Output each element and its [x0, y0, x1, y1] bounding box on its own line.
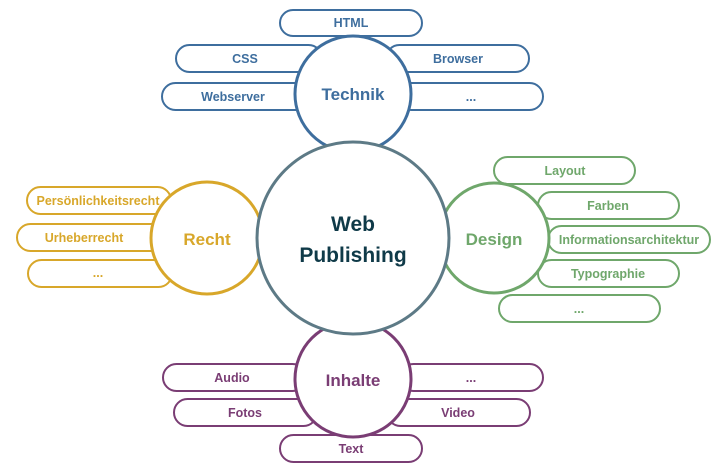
inhalte-group: Audio ... Fotos Video Text Inhalte: [162, 319, 544, 463]
design-item-typographie: Typographie: [537, 259, 680, 288]
design-hub: Design: [437, 181, 551, 295]
inhalte-item-audio-label: Audio: [214, 371, 250, 385]
design-item-informationsarchitektur: Informationsarchitektur: [547, 225, 711, 254]
design-item-layout-label: Layout: [545, 164, 587, 178]
design-item-layout: Layout: [493, 156, 636, 185]
technik-item-browser: Browser: [385, 44, 530, 73]
design-item-typographie-label: Typographie: [571, 267, 645, 281]
inhalte-item-fotos: Fotos: [173, 398, 318, 427]
technik-item-webserver: Webserver: [161, 82, 313, 111]
design-item-informationsarchitektur-label: Informationsarchitektur: [559, 233, 699, 247]
technik-group: HTML CSS Browser Webserver ... Technik: [161, 9, 544, 154]
center-label-line1: Web: [331, 213, 375, 236]
recht-hub-label: Recht: [183, 230, 231, 249]
recht-group: Persönlichkeitsrecht Urheberrecht ... Re…: [16, 180, 265, 296]
design-item-farben-label: Farben: [587, 199, 629, 213]
technik-item-html-label: HTML: [334, 16, 369, 30]
design-item-farben: Farben: [537, 191, 680, 220]
center-node: Web Publishing: [255, 140, 451, 336]
technik-item-css-label: CSS: [232, 52, 258, 66]
technik-item-html: HTML: [279, 9, 423, 37]
inhalte-item-video: Video: [386, 398, 531, 427]
recht-item-more-label: ...: [93, 266, 103, 280]
recht-item-more: ...: [27, 259, 173, 288]
design-group: Layout Farben Informationsarchitektur Ty…: [437, 156, 711, 323]
technik-item-more-label: ...: [466, 90, 476, 104]
recht-item-persoenlichkeitsrecht-label: Persönlichkeitsrecht: [37, 194, 161, 208]
design-item-more: ...: [498, 294, 661, 323]
recht-item-urheberrecht-label: Urheberrecht: [45, 231, 124, 245]
recht-item-persoenlichkeitsrecht: Persönlichkeitsrecht: [26, 186, 172, 215]
technik-hub: Technik: [293, 34, 413, 154]
inhalte-item-audio: Audio: [162, 363, 307, 392]
inhalte-item-more-label: ...: [466, 371, 476, 385]
design-hub-label: Design: [466, 230, 523, 249]
inhalte-item-video-label: Video: [441, 406, 475, 420]
inhalte-item-fotos-label: Fotos: [228, 406, 262, 420]
technik-hub-label: Technik: [322, 85, 386, 104]
inhalte-hub: Inhalte: [293, 319, 413, 439]
technik-item-webserver-label: Webserver: [201, 90, 265, 104]
technik-item-more: ...: [397, 82, 544, 111]
center-label-line2: Publishing: [299, 244, 406, 267]
recht-hub: Recht: [149, 180, 265, 296]
design-item-more-label: ...: [574, 302, 584, 316]
technik-item-browser-label: Browser: [433, 52, 483, 66]
recht-item-urheberrecht: Urheberrecht: [16, 223, 168, 252]
inhalte-item-text-label: Text: [339, 442, 365, 456]
inhalte-item-text: Text: [279, 434, 423, 463]
inhalte-hub-label: Inhalte: [326, 371, 381, 390]
inhalte-item-more: ...: [399, 363, 544, 392]
